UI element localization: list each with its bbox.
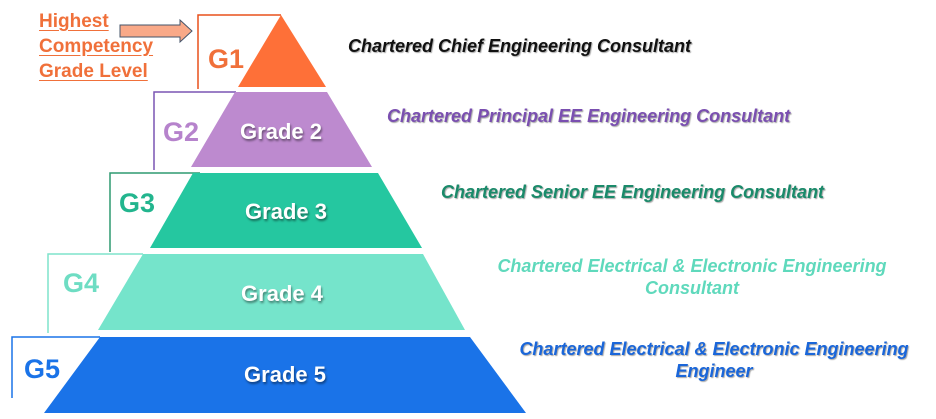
- right-arrow-icon: [119, 18, 193, 44]
- tier-label-grade-3: Grade 3: [245, 199, 327, 224]
- tier-4-title: Chartered Electrical & Electronic Engine…: [497, 256, 887, 298]
- tier-label-grade-2: Grade 2: [240, 119, 322, 144]
- highest-grade-annotation: Highest Competency Grade Level: [39, 9, 153, 84]
- g1-bracket: [197, 14, 281, 89]
- g5-bracket: [11, 336, 100, 398]
- annotation-line: Highest: [39, 11, 109, 32]
- grade-code-g5: G5: [24, 354, 61, 384]
- tier-3-shape: [150, 173, 422, 248]
- tier-label-grade-5: Grade 5: [244, 362, 326, 387]
- annotation-line: Competency: [39, 36, 154, 57]
- tier-1-shape: [238, 15, 326, 87]
- tier-label-grade-4: Grade 4: [241, 281, 323, 306]
- tier-2-shape: [191, 92, 372, 167]
- grade-code-g4: G4: [63, 268, 100, 298]
- annotation-line: Grade Level: [39, 61, 148, 82]
- tier-1-title: Chartered Chief Engineering Consultant: [348, 36, 692, 56]
- tier-5-shape: [44, 337, 526, 413]
- g3-bracket: [109, 172, 200, 252]
- grade-code-g3: G3: [119, 188, 156, 218]
- tier-3-title: Chartered Senior EE Engineering Consulta…: [441, 182, 825, 202]
- g4-bracket: [47, 253, 143, 333]
- grade-code-g1: G1: [208, 44, 245, 74]
- grade-code-g2: G2: [163, 117, 200, 147]
- tier-2-title: Chartered Principal EE Engineering Consu…: [387, 106, 791, 126]
- tier-5-title: Chartered Electrical & Electronic Engine…: [519, 339, 909, 381]
- g2-bracket: [153, 91, 236, 170]
- tier-4-shape: [98, 254, 465, 330]
